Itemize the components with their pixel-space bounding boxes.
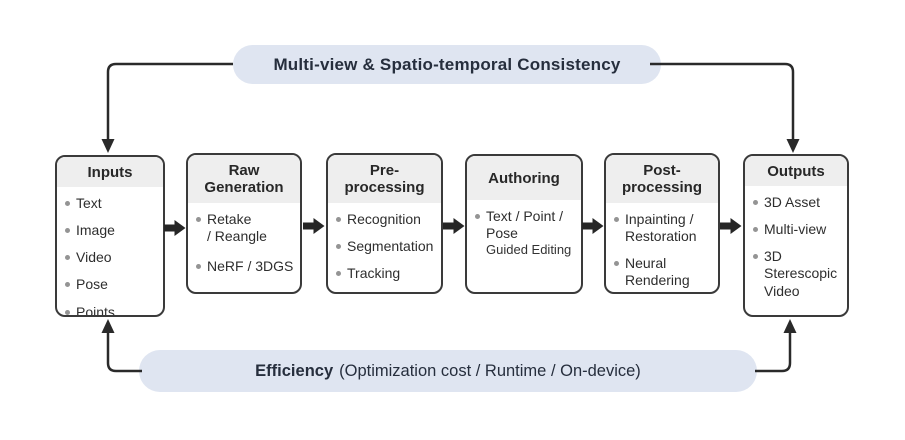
- bullet-dot-icon: [65, 255, 70, 261]
- bullet-dot-icon: [196, 216, 201, 222]
- item-label: 3D Asset: [764, 194, 821, 211]
- stage-item-list: Retake / Reangle NeRF / 3DGS: [188, 203, 300, 281]
- flow-right-arrow-icon: [303, 218, 325, 234]
- list-item: Multi-view: [753, 221, 843, 238]
- stage-title: Pre- processing: [328, 155, 441, 203]
- efficiency-banner-label: Efficiency: [255, 361, 334, 380]
- item-label: Recognition: [347, 210, 421, 227]
- list-item: Segmentation: [336, 238, 437, 255]
- arrowhead-up-icon: [101, 319, 115, 333]
- arrowhead-down-icon: [101, 139, 115, 153]
- list-item: Text: [65, 195, 159, 212]
- stage-title: Post- processing: [606, 155, 718, 203]
- item-label-group: Text / Point / Pose Guided Editing: [486, 208, 571, 258]
- bullet-dot-icon: [753, 200, 758, 206]
- bullet-dot-icon: [475, 214, 480, 220]
- bullet-dot-icon: [336, 270, 341, 276]
- bullet-dot-icon: [614, 260, 619, 266]
- item-label: Video: [76, 249, 112, 266]
- connector-consistency-to-outputs-arrow: [650, 62, 800, 153]
- bullet-dot-icon: [753, 254, 758, 260]
- arrowhead-down-icon: [786, 139, 800, 153]
- list-item: Retake / Reangle: [196, 211, 296, 245]
- item-label: Tracking: [347, 264, 401, 281]
- efficiency-banner-detail: (Optimization cost / Runtime / On-device…: [339, 361, 641, 380]
- efficiency-banner: Efficiency (Optimization cost / Runtime …: [139, 350, 757, 392]
- item-label: Pose: [76, 276, 108, 293]
- flow-right-arrow-icon: [720, 218, 742, 234]
- stage-item-list: Text Image Video Pose Points: [57, 187, 163, 317]
- bullet-dot-icon: [65, 201, 70, 207]
- bullet-dot-icon: [65, 228, 70, 234]
- stage-box-raw-generation: Raw Generation Retake / Reangle NeRF / 3…: [186, 153, 302, 294]
- flow-right-arrow-icon: [443, 218, 465, 234]
- item-label: Retake / Reangle: [207, 210, 267, 244]
- item-label: Image: [76, 222, 115, 239]
- list-item: Pose: [65, 276, 159, 293]
- item-label: 3D Sterescopic Video: [764, 248, 838, 299]
- stage-item-list: 3D Asset Multi-view 3D Sterescopic Video: [745, 186, 847, 305]
- stage-box-inputs: Inputs Text Image Video Pose Points: [55, 155, 165, 317]
- stage-box-post-processing: Inpainting / Restoration Neural Renderin…: [604, 153, 720, 294]
- stage-title: Authoring: [467, 156, 581, 201]
- stage-title: Raw Generation: [188, 155, 300, 203]
- stage-title: Outputs: [745, 156, 847, 187]
- list-item: 3D Sterescopic Video: [753, 248, 843, 299]
- item-label: Inpainting / Restoration: [625, 210, 697, 244]
- flow-right-arrow-icon: [582, 218, 604, 234]
- arrowhead-up-icon: [783, 319, 797, 333]
- bullet-dot-icon: [753, 227, 758, 233]
- connector-efficiency-to-inputs-arrow: [101, 319, 142, 373]
- list-item: 3D Asset: [753, 194, 843, 211]
- list-item: Recognition: [336, 211, 437, 228]
- list-item: NeRF / 3DGS: [196, 258, 296, 275]
- item-sublabel: Guided Editing: [486, 242, 572, 258]
- list-item: Text / Point / Pose Guided Editing: [475, 208, 577, 258]
- stage-item-list: Recognition Segmentation Tracking: [328, 203, 441, 288]
- connector-efficiency-to-outputs-arrow: [755, 319, 797, 373]
- bullet-dot-icon: [336, 216, 341, 222]
- bullet-dot-icon: [614, 216, 619, 222]
- stage-item-list: Inpainting / Restoration Neural Renderin…: [606, 203, 718, 293]
- stage-box-outputs: Outputs 3D Asset Multi-view 3D Sterescop…: [743, 154, 849, 317]
- bullet-dot-icon: [65, 282, 70, 288]
- item-label: Multi-view: [764, 221, 827, 238]
- item-label: NeRF / 3DGS: [207, 257, 294, 274]
- stage-box-authoring: Authoring Text / Point / Pose Guided Edi…: [465, 154, 583, 294]
- list-item: Tracking: [336, 265, 437, 282]
- item-label: Text: [76, 195, 102, 212]
- item-label: Points: [76, 303, 115, 317]
- flow-right-arrow-icon: [164, 220, 186, 236]
- stage-title: Inputs: [57, 157, 163, 188]
- bullet-dot-icon: [196, 263, 201, 269]
- bullet-dot-icon: [65, 309, 70, 315]
- list-item: Points: [65, 303, 159, 317]
- list-item: Image: [65, 222, 159, 239]
- consistency-banner: Multi-view & Spatio-temporal Consistency: [233, 45, 661, 84]
- list-item: Neural Rendering: [614, 255, 714, 289]
- item-label: Text / Point / Pose: [486, 208, 564, 242]
- list-item: Video: [65, 249, 159, 266]
- connector-consistency-to-inputs-arrow: [101, 62, 233, 153]
- stage-box-pre-processing: Pre- processing Recognition Segmentation…: [326, 153, 443, 294]
- item-label: Segmentation: [347, 237, 434, 254]
- consistency-banner-label: Multi-view & Spatio-temporal Consistency: [273, 54, 621, 74]
- stage-item-list: Text / Point / Pose Guided Editing: [467, 200, 581, 264]
- item-label: Neural Rendering: [625, 254, 690, 288]
- bullet-dot-icon: [336, 243, 341, 249]
- list-item: Inpainting / Restoration: [614, 211, 714, 245]
